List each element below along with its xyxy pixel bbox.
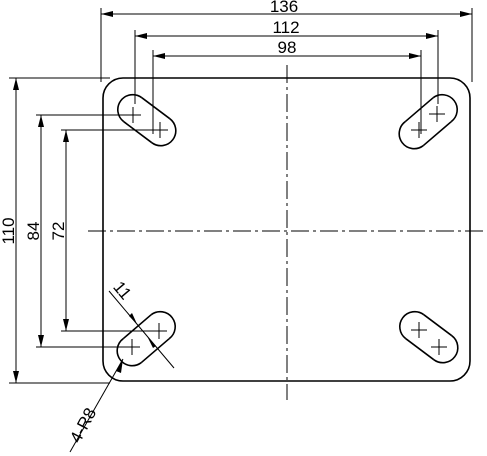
dimension-overall-height: 110	[0, 77, 110, 384]
slot-bottom-left	[116, 310, 176, 367]
dimension-outer-hole-width: 112	[134, 18, 439, 104]
slot-top-right	[398, 93, 458, 150]
dimension-label-11: 11	[109, 278, 135, 304]
dimension-label-98: 98	[278, 38, 297, 57]
radius-callout-label: 4-R8	[66, 405, 100, 446]
dimension-label-112: 112	[272, 18, 299, 37]
dimension-overall-width: 136	[100, 0, 473, 82]
dimension-label-110: 110	[0, 217, 18, 244]
dimension-inner-hole-height: 72	[49, 129, 167, 332]
slot-bottom-right	[399, 310, 459, 364]
dimension-label-72: 72	[49, 222, 68, 241]
radius-callout: 4-R8	[66, 358, 124, 453]
dimension-label-84: 84	[24, 222, 43, 241]
dimension-inner-hole-width: 98	[152, 38, 422, 134]
dimension-outer-hole-height: 84	[24, 114, 140, 348]
slot-top-left	[117, 93, 177, 147]
dimension-label-136: 136	[270, 0, 298, 16]
